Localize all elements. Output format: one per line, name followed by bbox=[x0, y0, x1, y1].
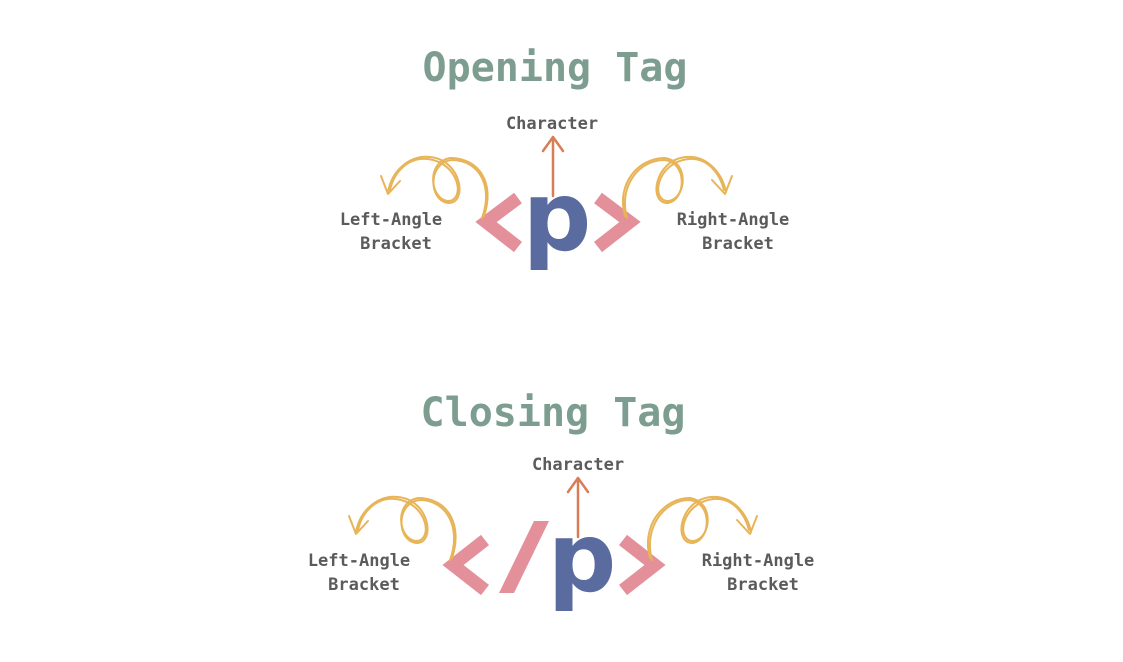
tag-character: p bbox=[548, 502, 617, 614]
right-angle-label-line1: Right-Angle bbox=[677, 210, 790, 230]
character-arrow-icon bbox=[566, 476, 590, 539]
right-angle-label-line2: Bracket bbox=[727, 575, 799, 595]
character-arrow-icon bbox=[541, 135, 565, 198]
right-angle-bracket bbox=[618, 534, 666, 596]
right-curl-arrow-icon bbox=[647, 495, 758, 561]
forward-slash bbox=[499, 521, 549, 593]
right-curl-arrow-icon bbox=[622, 155, 733, 219]
character-label: Character bbox=[532, 455, 624, 475]
left-curl-arrow-icon bbox=[348, 495, 457, 561]
opening-tag-title: Opening Tag bbox=[423, 45, 688, 91]
right-angle-label-line2: Bracket bbox=[702, 234, 774, 254]
right-angle-bracket bbox=[593, 192, 641, 253]
tag-character: p bbox=[523, 161, 592, 273]
left-angle-bracket bbox=[442, 534, 490, 596]
left-angle-label-line1: Left-Angle bbox=[308, 551, 410, 571]
left-curl-arrow-icon bbox=[380, 155, 489, 219]
closing-tag-title: Closing Tag bbox=[421, 390, 686, 436]
left-angle-label-line2: Bracket bbox=[328, 575, 400, 595]
left-angle-label-line1: Left-Angle bbox=[340, 210, 442, 230]
closing-tag-section: Closing Tag Character p Left-Angle Brack… bbox=[308, 390, 814, 614]
opening-tag-section: Opening Tag Character p Left-Angle Brack… bbox=[340, 45, 789, 273]
right-angle-label-line1: Right-Angle bbox=[702, 551, 815, 571]
left-angle-bracket bbox=[475, 192, 523, 253]
character-label: Character bbox=[506, 114, 598, 134]
left-angle-label-line2: Bracket bbox=[360, 234, 432, 254]
